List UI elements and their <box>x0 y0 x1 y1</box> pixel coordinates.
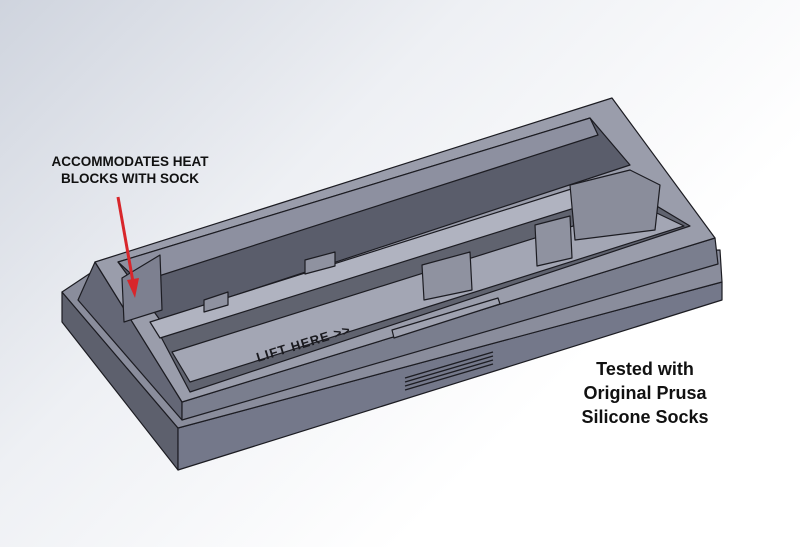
tab <box>421 251 473 301</box>
tab <box>534 215 573 267</box>
end-clip <box>569 169 661 241</box>
callout-label: ACCOMMODATES HEAT BLOCKS WITH SOCK <box>30 153 230 187</box>
tab <box>203 291 229 313</box>
note-line: Original Prusa <box>583 383 707 403</box>
callout-arrow <box>116 196 139 298</box>
note-line: Silicone Socks <box>581 407 709 427</box>
test-note: Tested with Original Prusa Silicone Sock… <box>545 357 745 429</box>
callout-line: BLOCKS WITH SOCK <box>61 171 199 186</box>
callout-line: ACCOMMODATES HEAT <box>51 154 209 169</box>
tab <box>304 251 336 275</box>
lift-slot <box>391 297 501 339</box>
note-line: Tested with <box>596 359 694 379</box>
sock-pocket-wall <box>121 254 163 323</box>
vent-grille <box>404 351 494 391</box>
